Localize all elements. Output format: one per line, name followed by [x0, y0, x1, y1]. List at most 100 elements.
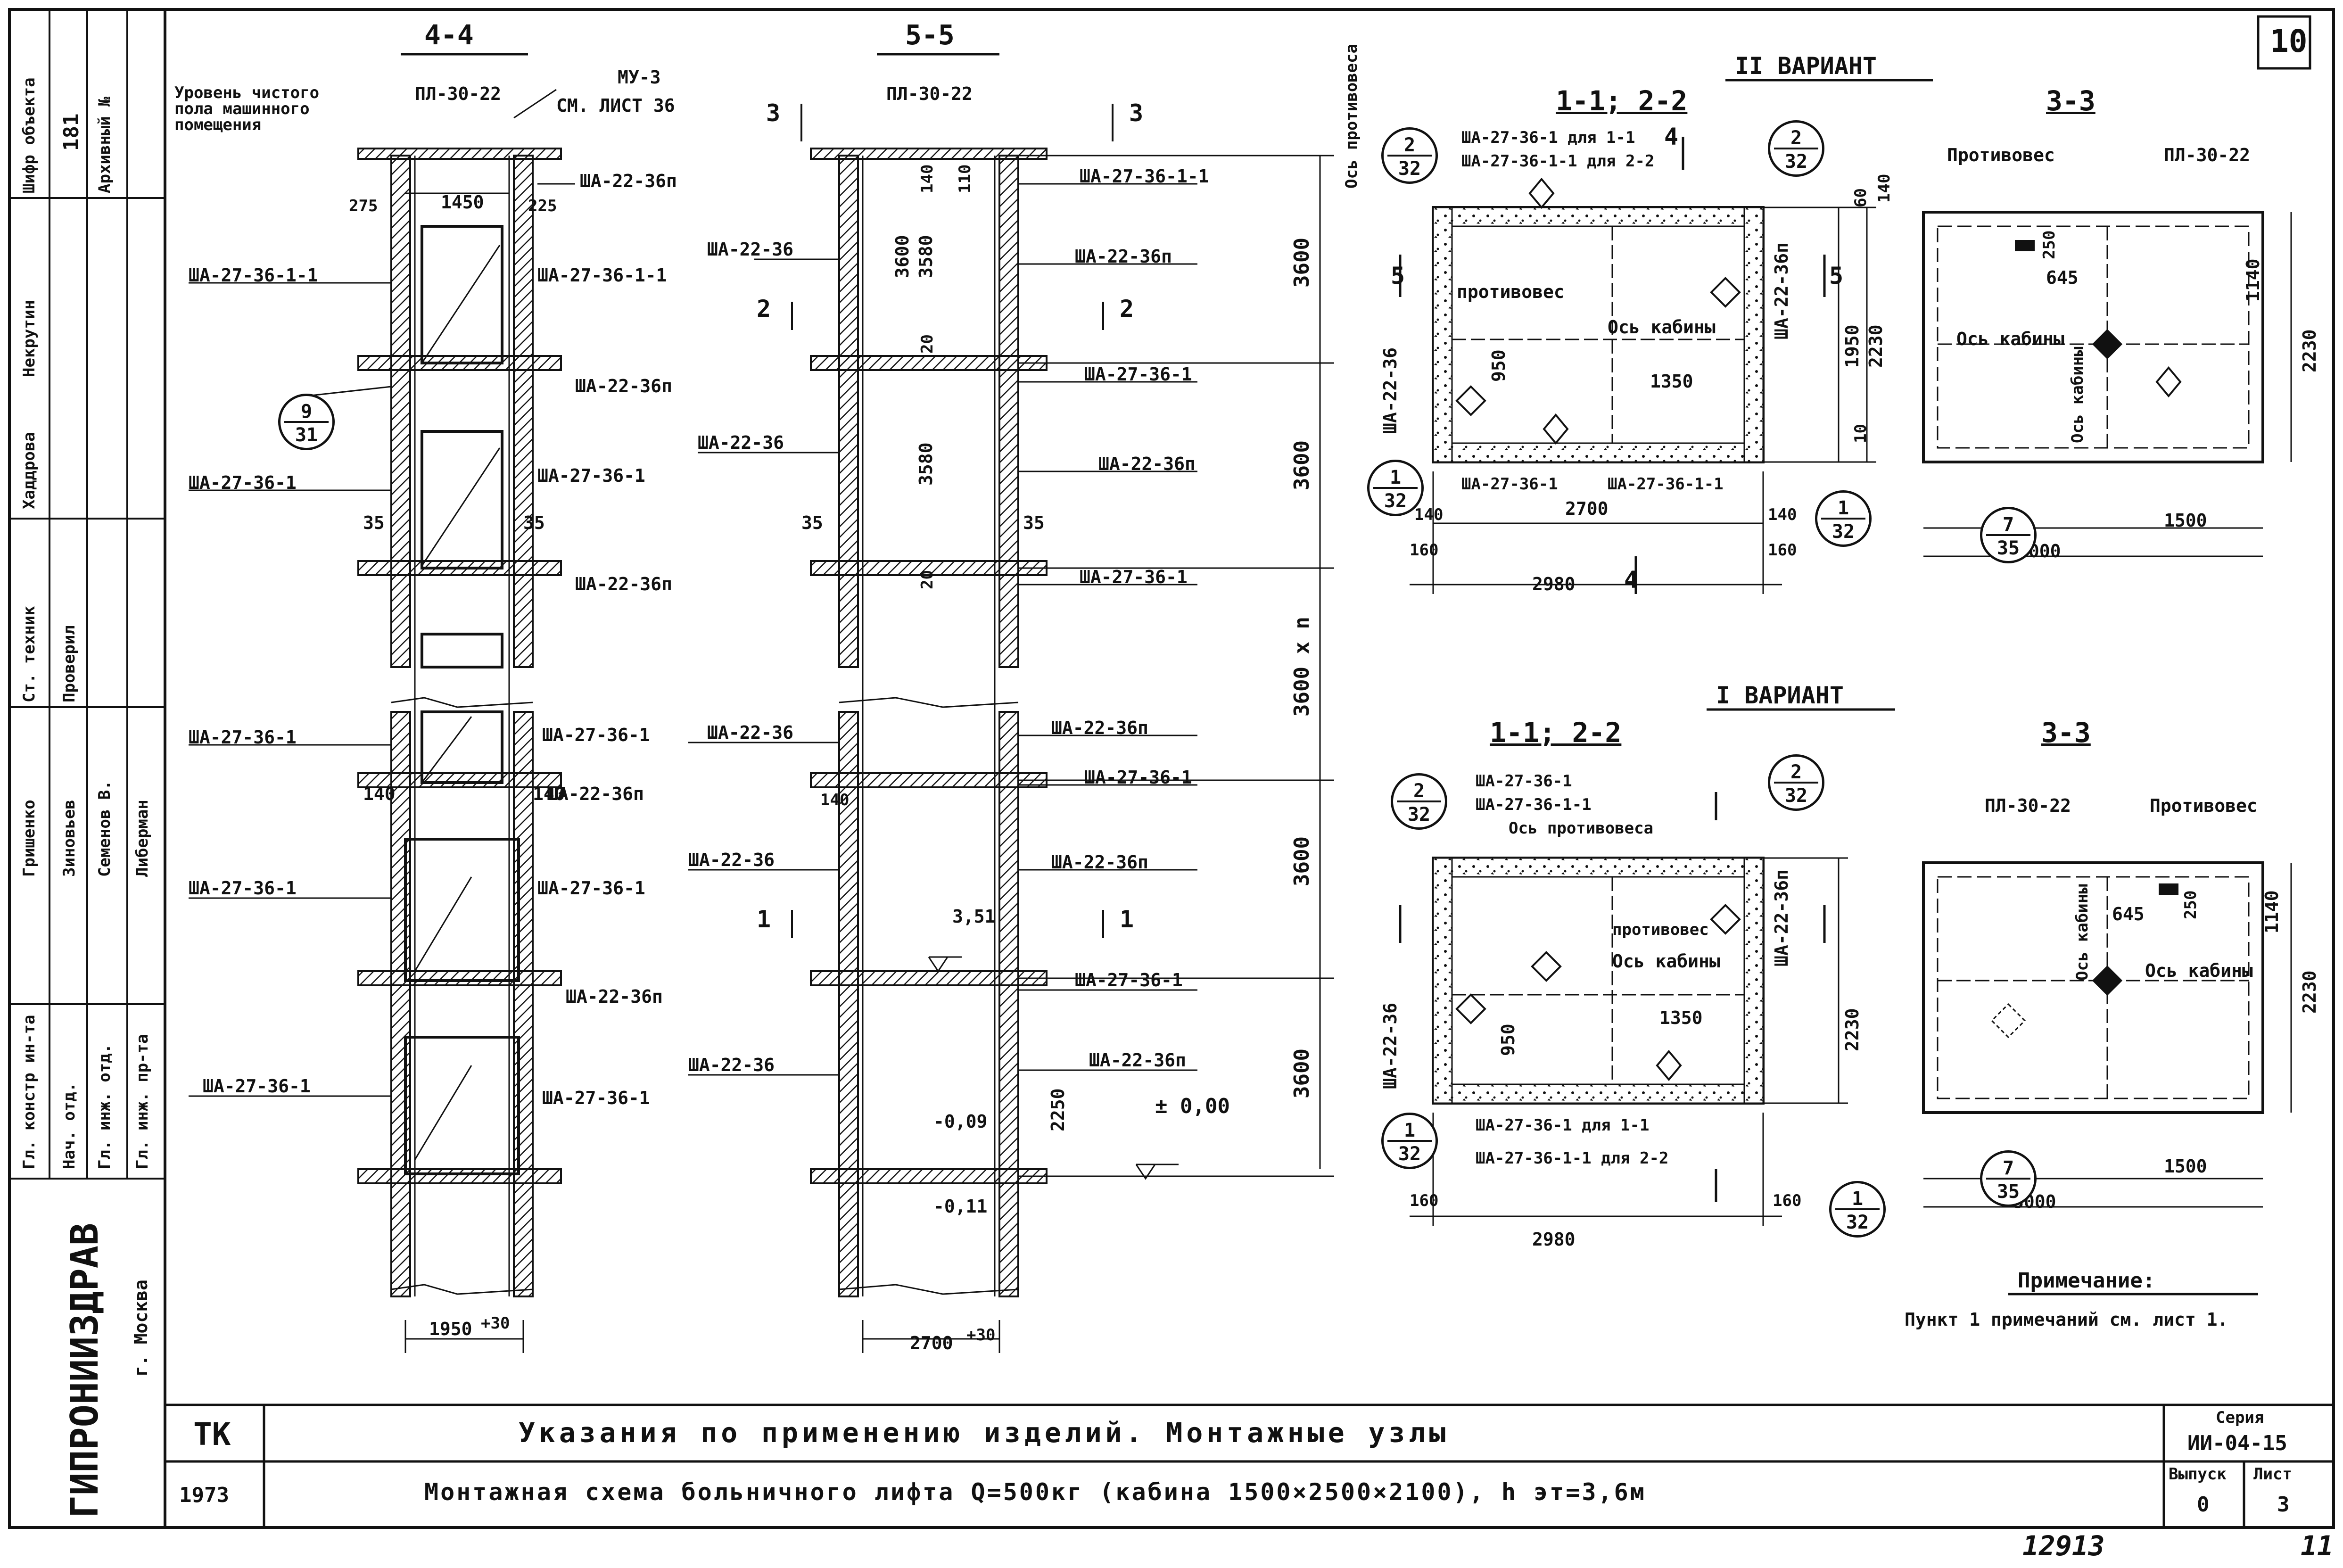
variant2-dim-2700: 2700 — [1565, 498, 1609, 519]
variant2-plan-title: 1-1; 2-2 — [1556, 85, 1688, 117]
v1-33-pl: ПЛ-30-22 — [1985, 795, 2071, 816]
stamp-role-1b: Гл. констр ин-та — [20, 1015, 39, 1169]
callout-divider — [1986, 534, 2030, 536]
s55-left-mark-2: ША-22-36 — [698, 432, 784, 453]
s55-h-110: 110 — [956, 164, 974, 193]
variant2-plan-drawing — [1399, 137, 1876, 982]
s55-h-20b: 20 — [918, 570, 937, 589]
variant1-dim-950: 950 — [1498, 1023, 1518, 1056]
variant2-mark-6: ША-27-36-1-1 — [1608, 475, 1724, 494]
v2-33-cw: Противовес — [1947, 145, 2055, 165]
variant1-dim-1350: 1350 — [1659, 1007, 1703, 1028]
section55-cut3-right: 3 — [1129, 99, 1144, 127]
s44-right-mark-10: ША-27-36-1 — [542, 1088, 650, 1108]
s44-right-mark-7: ША-22-36п — [547, 784, 644, 804]
variant1-title: I ВАРИАНТ — [1716, 682, 1844, 709]
variant2-dim-140: 140 — [1875, 173, 1894, 203]
s44-right-mark-8: ША-27-36-1 — [537, 878, 645, 899]
tb-subtitle: Монтажная схема больничного лифта Q=500к… — [424, 1478, 1646, 1506]
tb-issue: 0 — [2197, 1493, 2210, 1517]
stamp-role-6: Ст. техник — [20, 606, 39, 702]
section55-title: 5-5 — [905, 19, 955, 51]
s55-right-mark-10: ША-22-36п — [1089, 1050, 1186, 1071]
variant2-plan33-title: 3-3 — [2046, 85, 2096, 117]
callout-divider — [1774, 782, 1818, 784]
institute-city: г. Москва — [131, 1279, 151, 1377]
variant2-cabin-axis: Ось кабины — [1608, 317, 1716, 338]
s44-left-mark-2: ША-27-36-1 — [189, 472, 297, 493]
callout-top: 1 — [1389, 467, 1402, 488]
object-code-label: Шифр объекта — [20, 77, 39, 193]
archive-number: 12913 — [2022, 1530, 2105, 1562]
s55-h-3600: 3600 — [892, 235, 913, 278]
variant2-cut5-right: 5 — [1829, 262, 1844, 289]
variant1-plan-drawing — [1399, 792, 1848, 1226]
variant2-dim-2230: 2230 — [1865, 324, 1886, 368]
stamp-name-6: Либерман — [133, 800, 152, 877]
s44-right-mark-4: ША-27-36-1 — [537, 465, 645, 486]
section44-floor-label: Уровень чистого пола машинного помещения — [174, 83, 320, 134]
callout-divider — [1373, 487, 1418, 489]
variant2-dim-140a: 140 — [1414, 505, 1444, 524]
s55-left-mark-3: ША-22-36 — [707, 722, 794, 743]
s55-right-mark-6: ША-22-36п — [1051, 718, 1148, 738]
stamp-name-4: Зиновьев — [60, 800, 79, 877]
corner-number: 11 — [2301, 1530, 2334, 1562]
variant2-title: II ВАРИАНТ — [1735, 52, 1877, 80]
s44-left-mark-3: ША-27-36-1 — [189, 727, 297, 748]
callout-divider — [1387, 155, 1432, 157]
sheet-frame — [8, 8, 2335, 1529]
s55-right-mark-7: ША-27-36-1 — [1084, 767, 1192, 788]
callout-divider — [1387, 1140, 1432, 1142]
s55-right-mark-1: ША-27-36-1-1 — [1080, 166, 1209, 187]
stamp-name-2: Некрутин — [20, 300, 39, 377]
variant2-plan33-drawing — [1922, 211, 2292, 557]
section55-cut2-left: 2 — [757, 295, 771, 322]
variant2-cut5-left: 5 — [1391, 262, 1405, 289]
s55-level-000: ± 0,00 — [1155, 1094, 1230, 1118]
v1-33-cw: Противовес — [2150, 795, 2258, 816]
variant1-mark-2: ША-27-36-1-1 — [1476, 795, 1592, 814]
variant1-plan33-title: 3-3 — [2041, 717, 2091, 749]
v2-33-axis: Ось кабины — [1956, 329, 2064, 349]
v2-33-pl: ПЛ-30-22 — [2164, 145, 2251, 165]
v2-33-d5: 1500 — [2164, 510, 2207, 531]
variant2-dim-2980: 2980 — [1532, 574, 1576, 594]
variant2-dim-160a: 160 — [1410, 541, 1439, 560]
s55-right-mark-3: ША-27-36-1 — [1084, 364, 1192, 385]
section44-mu: МУ-3 — [618, 67, 661, 88]
title-block-frame — [165, 1403, 2334, 1527]
variant2-dim-60: 60 — [1851, 188, 1870, 207]
stamp-name-3: Гришенко — [20, 800, 39, 877]
note-text: Пункт 1 примечаний см. лист 1. — [1905, 1309, 2228, 1330]
variant2-cut4-top: 4 — [1664, 123, 1679, 150]
callout-top: 1 — [1403, 1120, 1416, 1141]
s55-dim-plus30: +30 — [966, 1326, 996, 1345]
stamp-role-2: Нач. отд. — [60, 1082, 79, 1169]
s44-dim-35a: 35 — [363, 512, 385, 533]
section44-title: 4-4 — [424, 19, 474, 51]
variant1-counterweight: противовес — [1612, 920, 1709, 939]
section55-cut3-left: 3 — [766, 99, 781, 127]
variant1-mark-3: Ось противовеса — [1509, 819, 1654, 838]
tb-sheet-no: 3 — [2277, 1493, 2290, 1517]
v1-33-d1: 645 — [2112, 904, 2145, 924]
tb-issue-label: Выпуск — [2169, 1465, 2227, 1484]
s44-right-mark-2: ША-27-36-1-1 — [537, 265, 667, 286]
variant1-mark-4: ША-22-36п — [1771, 869, 1792, 966]
callout-bot: 35 — [1996, 1181, 2020, 1203]
callout-bot: 32 — [1784, 151, 1808, 173]
s55-level-011: -0,11 — [933, 1196, 988, 1217]
v1-33-d4: 2230 — [2299, 970, 2320, 1014]
callout-bot: 32 — [1407, 804, 1431, 825]
callout-top: 1 — [1851, 1188, 1864, 1210]
variant1-plan-title: 1-1; 2-2 — [1490, 717, 1622, 749]
callout-top: 2 — [1413, 780, 1425, 802]
callout-bot: 35 — [1996, 537, 2020, 559]
callout-top: 7 — [2002, 514, 2014, 536]
s55-dim-140: 140 — [820, 791, 850, 809]
